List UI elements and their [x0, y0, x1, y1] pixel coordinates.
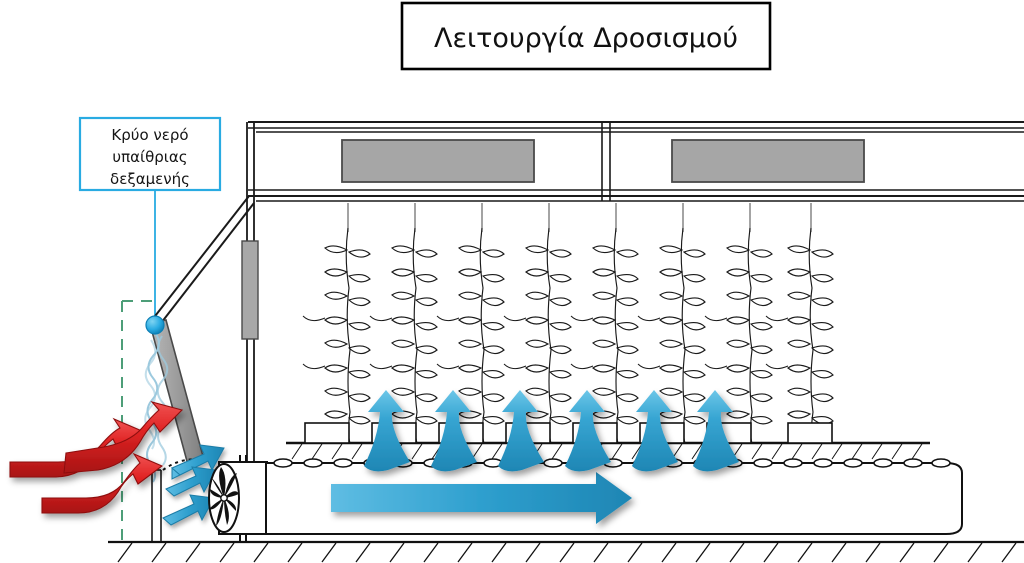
- cold-water-callout: Κρύο νερό υπαίθριας δεξαμενής: [78, 116, 222, 325]
- roof-panel-left: [341, 139, 535, 183]
- support-strings: [347, 203, 812, 232]
- grow-bag: [787, 422, 833, 444]
- ground: [108, 540, 1024, 563]
- callout-line-3: δεξαμενής: [110, 170, 190, 188]
- callout-line-1: Κρύο νερό: [111, 126, 188, 144]
- callout-line-2: υπαίθριας: [112, 148, 187, 166]
- red-arrow-3: [41, 452, 164, 514]
- ground-hatch: [117, 542, 1017, 563]
- air-distribution-duct: [265, 458, 963, 535]
- outdoor-tank-boundary: [121, 300, 157, 542]
- roof-panel-right: [671, 139, 865, 183]
- crop-circulation-arrows: [364, 390, 739, 472]
- title-text: Λειτουργία Δροσισμού: [434, 23, 738, 54]
- cooled-air-outlet-arrows: [162, 444, 225, 526]
- blue-outlet-arrow-3: [162, 494, 215, 526]
- blue-outlet-arrow-1: [171, 444, 225, 480]
- grow-bag: [304, 422, 350, 444]
- wall-vent-damper: [241, 240, 259, 340]
- fan-blades: [209, 467, 239, 526]
- roof-panels: [341, 139, 865, 183]
- red-arrow-2: [63, 401, 184, 474]
- water-nozzle: [145, 315, 165, 335]
- hot-outside-air-arrows: [9, 401, 184, 514]
- circulation-fan: [208, 455, 268, 542]
- duct-airflow-arrow: [331, 472, 632, 524]
- crop-plant: [302, 227, 834, 444]
- title-box: Λειτουργία Δροσισμού: [400, 1, 772, 71]
